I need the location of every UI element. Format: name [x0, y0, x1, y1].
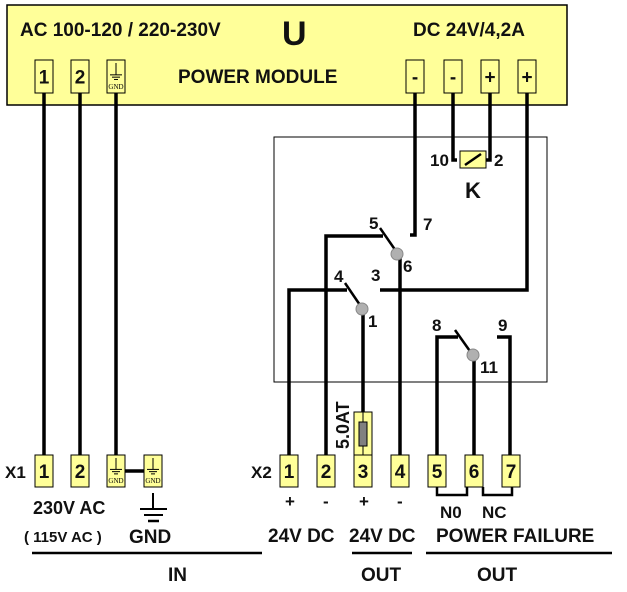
x2-terminal-2: 2: [316, 454, 336, 488]
x1-voltage-label: 230V AC: [33, 498, 105, 518]
wire-dc-minus-1: [410, 93, 417, 237]
contact-label-11: 11: [480, 358, 498, 377]
x2-terminal-2-label: 2: [321, 462, 332, 483]
module-output-terminal-4: +: [517, 59, 537, 94]
module-output-terminal-3-label: +: [484, 68, 495, 89]
fuse-rating: 5.0AT: [333, 401, 353, 449]
wire-dc-minus-2: [451, 93, 457, 162]
x2-terminal-6-label: 6: [469, 462, 480, 483]
wire-c4: [287, 288, 347, 455]
power-module-box: [6, 4, 568, 106]
x2-terminal-7: 7: [501, 454, 521, 488]
contact-label-9: 9: [498, 316, 507, 335]
x2-group-label-3: POWER FAILURE: [436, 526, 594, 547]
contact-label-3: 3: [371, 266, 380, 285]
module-name: POWER MODULE: [178, 67, 337, 88]
module-input-terminal-3: GND: [106, 59, 126, 94]
module-input-terminal-2-label: 2: [75, 68, 86, 89]
x2-terminal-3-label: 3: [358, 462, 369, 483]
wire-c5: [324, 234, 383, 455]
module-output-terminal-1: -: [405, 59, 425, 94]
module-input-terminal-1: 1: [34, 59, 54, 94]
x2-terminal-4: 4: [390, 454, 410, 488]
contact-label-4: 4: [334, 267, 344, 286]
contact-label-8: 8: [432, 316, 441, 335]
earth-ground-icon: [140, 493, 167, 523]
x2-contact-type-nc: NC: [482, 503, 507, 522]
x2-section-label-2: OUT: [477, 565, 518, 586]
x2-label: X2: [251, 463, 272, 482]
x2-terminal-3: 3: [353, 454, 373, 488]
pivot-11: [466, 348, 480, 362]
x2-section-label-1: OUT: [361, 565, 402, 586]
module-input-rating: AC 100-120 / 220-230V: [20, 20, 221, 41]
x1-label: X1: [5, 463, 26, 482]
module-designator: U: [282, 15, 307, 53]
module-output-terminal-2-label: -: [450, 68, 456, 89]
pivots: [355, 247, 480, 362]
module-output-rating: DC 24V/4,2A: [413, 20, 525, 41]
relay-designator: K: [465, 178, 481, 203]
x2-group-label-2: 24V DC: [349, 526, 416, 547]
fuse: [353, 411, 373, 456]
x1-terminal-1-label: 1: [39, 462, 50, 483]
module-output-terminal-3: +: [480, 59, 500, 94]
x2-polarity-1: +: [285, 492, 295, 511]
x1-terminal-1: 1: [34, 454, 54, 488]
svg-text:GND: GND: [145, 477, 160, 485]
coil-pin-10: 10: [430, 151, 449, 170]
bracket-nc: [481, 487, 514, 497]
module-input-terminal-2: 2: [70, 59, 90, 94]
module-input-terminal-1-label: 1: [39, 68, 50, 89]
pivot-6: [390, 247, 404, 261]
wire-dc-plus-2: [380, 93, 529, 292]
x1-terminal-3: GND: [106, 454, 126, 488]
x2-terminal-7-label: 7: [506, 462, 517, 483]
coil-pin-2: 2: [494, 151, 503, 170]
x2-terminal-5-label: 5: [432, 462, 443, 483]
x2-contact-type-no: N0: [440, 503, 462, 522]
module-output-terminal-2: -: [443, 59, 463, 94]
contact-label-7: 7: [423, 215, 432, 234]
svg-text:GND: GND: [108, 83, 123, 91]
x2-polarity-3: +: [359, 492, 369, 511]
x2-terminal-5: 5: [427, 454, 447, 488]
x2-terminals: 1 2 3 4 5 6 7: [279, 454, 521, 488]
contact-label-6: 6: [403, 257, 412, 276]
contact-label-1: 1: [368, 312, 377, 331]
relay-box: [273, 136, 548, 383]
x1-terminal-4: GND: [143, 454, 163, 488]
x1-terminal-2-label: 2: [75, 462, 86, 483]
x2-terminal-6: 6: [464, 454, 484, 488]
module-output-terminal-4-label: +: [521, 68, 532, 89]
x2-polarity-4: -: [397, 492, 403, 511]
x1-terminal-2: 2: [70, 454, 90, 488]
x2-group-label-1: 24V DC: [268, 526, 335, 547]
x2-terminal-4-label: 4: [395, 462, 406, 483]
module-output-terminal-1-label: -: [412, 68, 418, 89]
wire-c9: [497, 335, 512, 455]
pivot-1: [355, 302, 369, 316]
wire-c8: [435, 335, 458, 455]
relay-coil: [459, 150, 487, 169]
x1-alt-voltage-label: ( 115V AC ): [24, 529, 102, 546]
svg-text:GND: GND: [108, 477, 123, 485]
x2-terminal-1-label: 1: [284, 462, 295, 483]
bracket-no: [435, 487, 469, 497]
x2-polarity-2: -: [323, 492, 329, 511]
wires: [42, 93, 529, 497]
contact-label-5: 5: [369, 214, 378, 233]
wire-dc-plus-1: [486, 93, 492, 162]
x1-ground-label: GND: [129, 527, 171, 548]
x1-section-label: IN: [168, 565, 187, 586]
x2-terminal-1: 1: [279, 454, 299, 488]
